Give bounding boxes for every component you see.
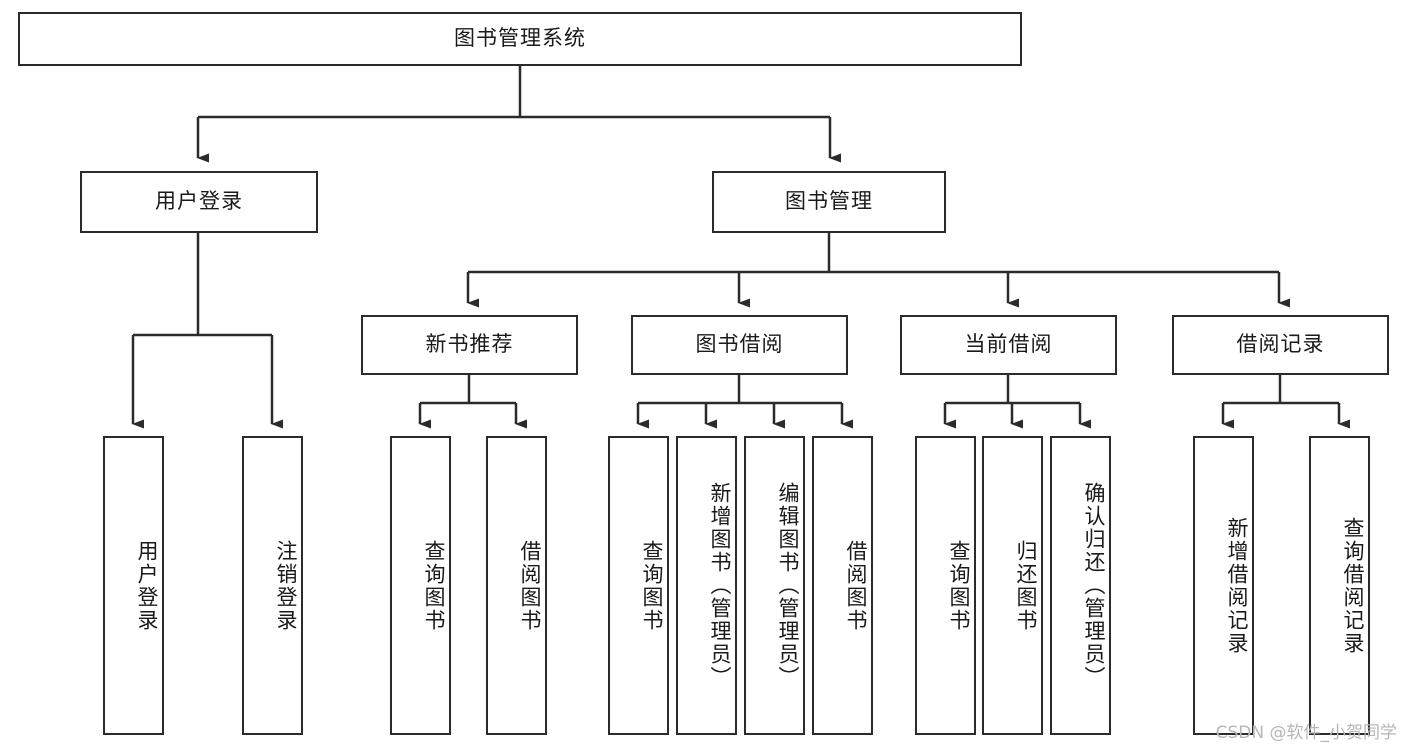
node-current-borrow[interactable]: 当前借阅 (900, 315, 1117, 375)
node-book-borrow-label: 图书借阅 (695, 332, 784, 357)
node-leaf-borrow-book-1[interactable]: 借阅图书 (486, 436, 547, 735)
node-leaf-query-book-2[interactable]: 查询图书 (608, 436, 669, 735)
node-book-management[interactable]: 图书管理 (712, 171, 946, 233)
watermark: CSDN @软件_小贺同学 (1215, 723, 1397, 743)
node-leaf-query-book-3[interactable]: 查询图书 (915, 436, 976, 735)
node-book-management-label: 图书管理 (785, 189, 873, 214)
node-leaf-borrow-book-1-label: 借阅图书 (518, 539, 542, 632)
node-book-borrow[interactable]: 图书借阅 (631, 315, 848, 375)
node-leaf-logout-login-label: 注销登录 (274, 539, 298, 632)
node-leaf-edit-book[interactable]: 编辑图书（管理员） (744, 436, 805, 735)
node-user-login[interactable]: 用户登录 (80, 171, 318, 233)
node-leaf-borrow-book-2[interactable]: 借阅图书 (812, 436, 873, 735)
node-new-book-recommend-label: 新书推荐 (425, 332, 514, 357)
node-leaf-add-record-label: 新增借阅记录 (1225, 516, 1249, 655)
node-leaf-return-book-label: 归还图书 (1014, 539, 1038, 632)
node-leaf-confirm-return[interactable]: 确认归还（管理员） (1050, 436, 1111, 735)
node-leaf-query-book-1[interactable]: 查询图书 (390, 436, 451, 735)
node-borrow-record-label: 借阅记录 (1236, 332, 1325, 357)
node-leaf-add-book-label: 新增图书（管理员） (708, 482, 732, 689)
node-leaf-query-record[interactable]: 查询借阅记录 (1309, 436, 1370, 735)
node-leaf-add-book[interactable]: 新增图书（管理员） (676, 436, 737, 735)
node-leaf-logout-login[interactable]: 注销登录 (242, 436, 303, 735)
node-leaf-return-book[interactable]: 归还图书 (982, 436, 1043, 735)
node-root-label: 图书管理系统 (454, 26, 586, 51)
node-borrow-record[interactable]: 借阅记录 (1172, 315, 1389, 375)
node-leaf-user-login[interactable]: 用户登录 (103, 436, 164, 735)
node-new-book-recommend[interactable]: 新书推荐 (361, 315, 578, 375)
node-leaf-query-book-2-label: 查询图书 (640, 539, 664, 632)
node-leaf-borrow-book-2-label: 借阅图书 (844, 539, 868, 632)
node-leaf-add-record[interactable]: 新增借阅记录 (1193, 436, 1254, 735)
node-root[interactable]: 图书管理系统 (18, 12, 1022, 66)
node-leaf-edit-book-label: 编辑图书（管理员） (776, 482, 800, 689)
node-leaf-confirm-return-label: 确认归还（管理员） (1082, 482, 1106, 689)
node-leaf-user-login-label: 用户登录 (135, 539, 159, 632)
node-user-login-label: 用户登录 (155, 189, 243, 214)
node-leaf-query-book-1-label: 查询图书 (422, 539, 446, 632)
node-current-borrow-label: 当前借阅 (964, 332, 1053, 357)
node-leaf-query-record-label: 查询借阅记录 (1341, 516, 1365, 655)
node-leaf-query-book-3-label: 查询图书 (947, 539, 971, 632)
